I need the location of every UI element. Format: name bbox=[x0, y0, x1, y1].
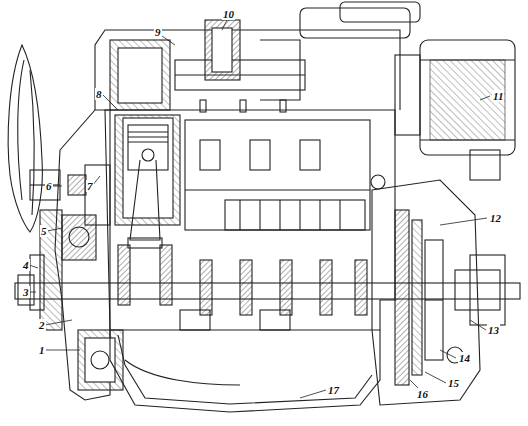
callout-number: 10 bbox=[222, 8, 235, 20]
air-filter bbox=[420, 40, 515, 180]
callout-number: 11 bbox=[492, 90, 504, 102]
callout-number: 15 bbox=[447, 377, 460, 389]
callout-number: 6 bbox=[45, 180, 53, 192]
callout-number: 7 bbox=[86, 180, 94, 192]
callout-number: 9 bbox=[154, 26, 162, 38]
callout-number: 1 bbox=[38, 344, 46, 356]
fan bbox=[8, 45, 60, 232]
callout-number: 16 bbox=[416, 388, 429, 400]
callout-number: 17 bbox=[327, 384, 340, 396]
oil-pan bbox=[110, 330, 380, 412]
callout-number: 2 bbox=[38, 319, 46, 331]
callout-number: 8 bbox=[95, 88, 103, 100]
callout-number: 3 bbox=[22, 286, 30, 298]
flywheel-clutch bbox=[372, 180, 505, 405]
cylinder-block bbox=[105, 110, 395, 330]
callout-number: 14 bbox=[458, 352, 471, 364]
callout-number: 12 bbox=[489, 212, 502, 224]
leader-lines bbox=[29, 20, 490, 398]
callout-number: 4 bbox=[22, 259, 30, 271]
crankshaft bbox=[15, 245, 520, 330]
callout-number: 13 bbox=[487, 324, 500, 336]
oil-pump bbox=[78, 330, 123, 390]
callout-number: 5 bbox=[40, 225, 48, 237]
cylinder-head bbox=[95, 2, 420, 135]
